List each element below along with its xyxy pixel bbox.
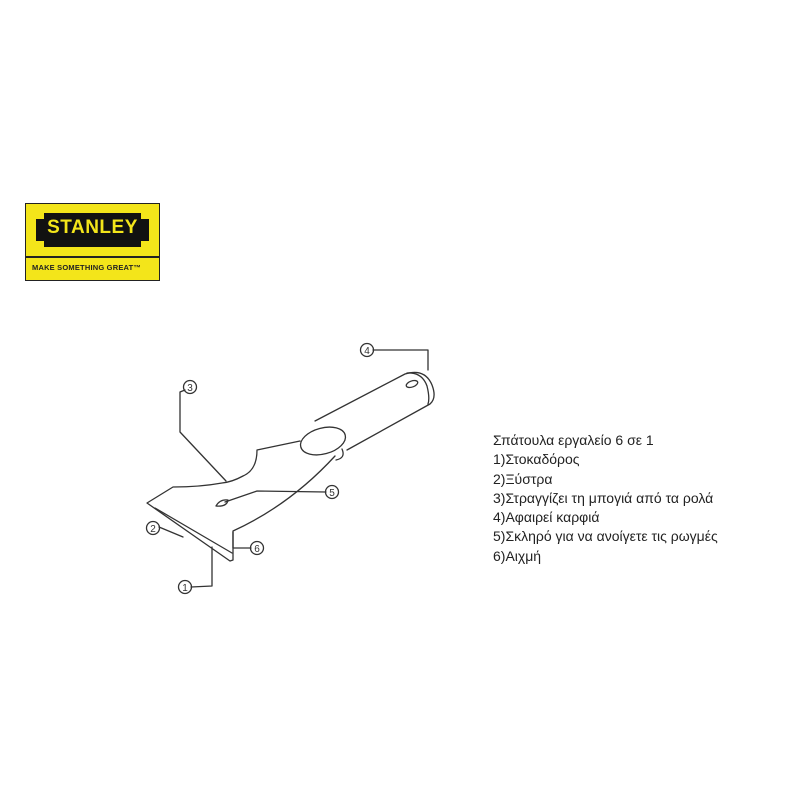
hole-point (215, 499, 229, 507)
blade (146, 440, 336, 562)
logo-brand: STANLEY (47, 217, 138, 238)
ferrule (299, 426, 347, 456)
svg-text:5: 5 (329, 488, 335, 499)
legend-item: 5)Σκληρό για να ανοίγετε τις ρωγμές (493, 528, 718, 545)
legend: Σπάτουλα εργαλείο 6 σε 1 1)Στοκαδόρος 2)… (493, 431, 718, 566)
callout-5: 5 (324, 484, 340, 500)
callout-6: 6 (249, 540, 265, 556)
ferrule-back (335, 448, 344, 461)
callout-1: 1 (177, 579, 193, 595)
svg-text:4: 4 (364, 346, 370, 357)
legend-item: 3)Στραγγίζει τη μπογιά από τα ρολά (493, 489, 714, 506)
logo-divider (26, 256, 159, 258)
handle-end (406, 372, 430, 405)
logo-tagline: MAKE SOMETHING GREAT™ (32, 263, 142, 272)
legend-item: 4)Αφαιρεί καρφιά (493, 509, 600, 526)
svg-text:1: 1 (182, 583, 188, 594)
callout-2: 2 (145, 520, 161, 536)
callout-4: 4 (359, 342, 375, 358)
leader-6 (232, 531, 252, 549)
legend-title: Σπάτουλα εργαλείο 6 σε 1 (493, 432, 654, 448)
leader-5 (224, 490, 327, 503)
svg-text:6: 6 (254, 544, 260, 555)
stanley-logo: STANLEY MAKE SOMETHING GREAT™ (25, 203, 160, 281)
leader-1 (190, 546, 213, 588)
logo-badge (36, 213, 149, 247)
legend-item: 2)Ξύστρα (493, 470, 553, 487)
svg-text:2: 2 (150, 524, 156, 535)
legend-item: 6)Αιχμή (493, 547, 542, 564)
leader-3 (179, 389, 227, 482)
blade-edge (154, 507, 233, 554)
leader-4 (372, 349, 429, 371)
legend-item: 1)Στοκαδόρος (493, 451, 580, 468)
leader-2 (158, 526, 184, 538)
callout-3: 3 (182, 379, 198, 395)
handle-hole (405, 379, 419, 389)
svg-text:3: 3 (187, 383, 193, 394)
